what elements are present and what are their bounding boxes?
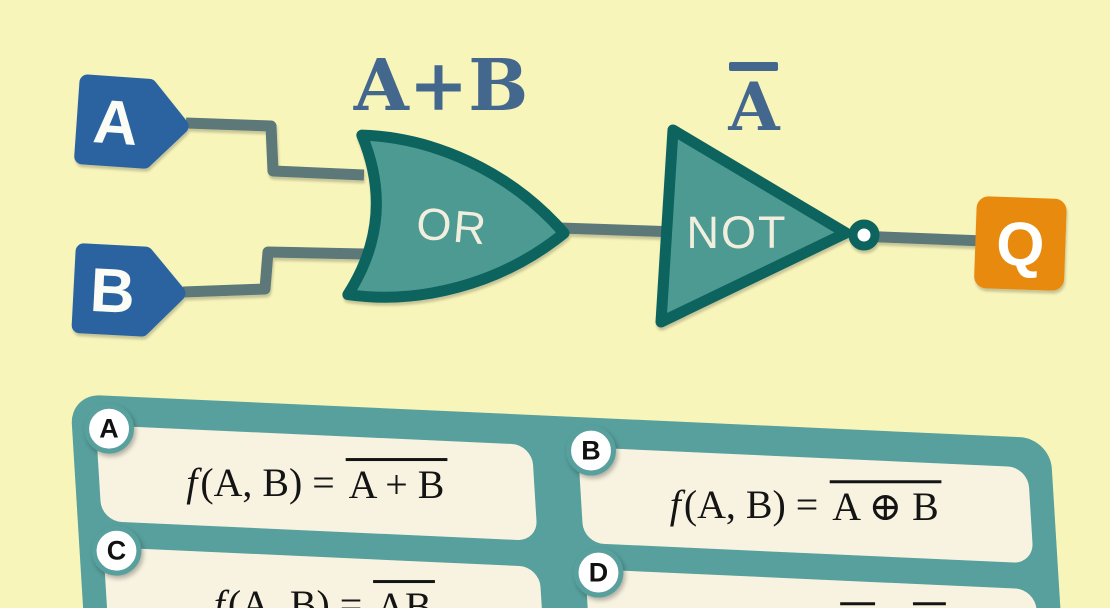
formula-overline-group: AB (373, 580, 435, 608)
formula-overline-group: A ⊕ B (829, 480, 942, 531)
option-formula-d: f(A, B) =A+B (589, 579, 1038, 608)
input-tag-b-shape (71, 243, 186, 337)
output-tag-q-shape (974, 196, 1067, 291)
option-formula-a: f(A, B) =A + B (99, 435, 534, 531)
input-tag-a: A (74, 74, 189, 169)
formula-args: (A, B) = (200, 459, 335, 505)
wire-or-to-not (559, 222, 679, 238)
or-gate-shape (342, 129, 570, 303)
not-annotation-overline (729, 62, 778, 71)
not-annotation-letter: A (727, 68, 780, 146)
formula-func: f (669, 481, 681, 527)
option-formula-c: f(A, B) = AB (107, 557, 542, 608)
inverter-bubble (848, 219, 880, 251)
input-tag-a-label: A (91, 87, 140, 159)
answer-panel: A f(A, B) =A + B B f(A, B) =A ⊕ B C f(A,… (70, 394, 1069, 608)
option-card-b[interactable]: B f(A, B) =A ⊕ B (566, 425, 1034, 564)
not-gate: NOT (655, 124, 880, 328)
option-card-c[interactable]: C f(A, B) =AB (91, 525, 546, 608)
not-gate-shape (655, 124, 852, 328)
formula-overline-a: A (840, 602, 876, 608)
formula-args: (A, B) = (683, 481, 819, 527)
or-annotation: A+B (353, 43, 529, 127)
output-tag-q: Q (974, 196, 1067, 291)
output-tag-q-label: Q (995, 210, 1046, 281)
formula-overline-group: A + B (345, 458, 448, 508)
input-tag-b: B (71, 243, 186, 337)
not-gate-label: NOT (687, 207, 788, 258)
option-card-a[interactable]: A f(A, B) =A + B (84, 403, 538, 541)
formula-func: f (213, 581, 225, 608)
formula-overline-b: B (912, 602, 946, 608)
wire-input-a (185, 117, 365, 181)
wire-input-b (182, 246, 365, 298)
input-tag-b-label: B (88, 256, 136, 327)
circuit-diagram: A B OR NOT Q (71, 43, 1067, 337)
or-gate-label: OR (414, 197, 490, 254)
option-card-d[interactable]: D f(A, B) =A+B (573, 547, 1042, 608)
or-gate: OR (342, 129, 570, 303)
input-tag-a-shape (74, 74, 189, 169)
option-formula-b: f(A, B) =A ⊕ B (581, 457, 1030, 553)
formula-func: f (186, 459, 198, 505)
formula-args: (A, B) = (227, 581, 363, 608)
not-annotation: A (727, 62, 780, 146)
